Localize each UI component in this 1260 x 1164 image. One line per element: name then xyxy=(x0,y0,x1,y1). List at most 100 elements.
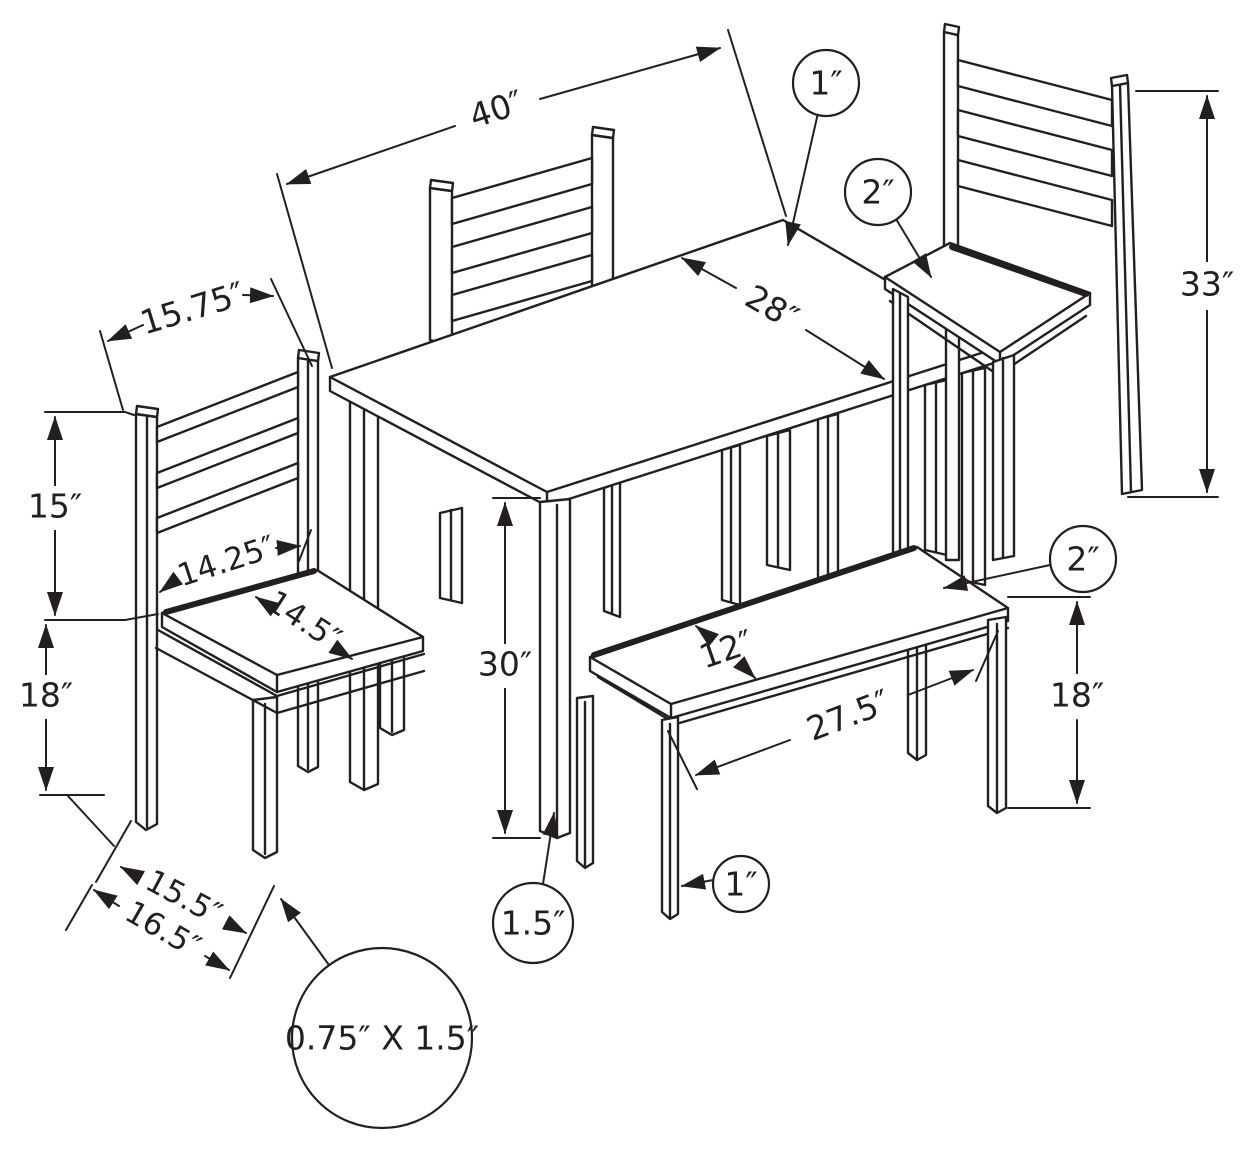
extension-line xyxy=(99,330,124,411)
dimension-line xyxy=(275,539,301,556)
dimension-line xyxy=(93,889,120,910)
callout-circle xyxy=(1048,524,1118,594)
callout-label: 1.5″ xyxy=(501,904,566,943)
bench-cushion xyxy=(588,545,1010,720)
right-chair-slat xyxy=(956,158,1114,228)
left-chair-seat-cushion xyxy=(160,568,425,694)
left-chair-slat xyxy=(155,416,300,490)
dimension-line xyxy=(733,656,756,679)
extension-line xyxy=(65,884,93,931)
extension-line xyxy=(975,630,999,682)
right-chair-slat xyxy=(956,58,1114,128)
extension-line xyxy=(667,730,698,790)
leader-line xyxy=(280,898,330,966)
back-chair-right-post xyxy=(590,133,615,296)
left-chair-apron xyxy=(154,646,426,715)
leader-line xyxy=(895,218,932,278)
back-chair-left-post xyxy=(428,186,454,348)
back-chair xyxy=(428,125,616,348)
callout-bench-cushion-thickness: 2″ xyxy=(943,524,1118,594)
bench xyxy=(575,545,1010,921)
callout-label: 1″ xyxy=(809,64,842,103)
dim-label: 15″ xyxy=(28,487,82,526)
leader-line xyxy=(943,564,1051,591)
dimension-line xyxy=(242,287,274,304)
dimension-line xyxy=(805,329,885,380)
bench-frame-rail xyxy=(674,626,1010,726)
tabletop-front-right-edge xyxy=(545,345,1002,494)
dim-label: 18″ xyxy=(1050,676,1104,715)
callout-circle xyxy=(290,946,474,1130)
dim-chair-back-height: 15″ xyxy=(28,411,159,621)
leader-line xyxy=(681,873,714,890)
callout-label: 2″ xyxy=(1066,540,1099,579)
dim-label: 15.75″ xyxy=(136,274,250,343)
back-chair-slat xyxy=(450,205,594,275)
dim-chair-seat-height: 18″ xyxy=(19,624,115,847)
table-front-leg xyxy=(538,497,572,840)
dimension-line xyxy=(120,866,145,886)
dim-label: 40″ xyxy=(465,82,529,136)
right-chair-back-left-post xyxy=(942,30,960,263)
callout-tabletop-thickness: 1″ xyxy=(785,48,861,246)
bench-cushion-accent xyxy=(591,545,917,658)
dimension-line xyxy=(221,915,247,934)
dim-chair-height: 33″ xyxy=(1127,90,1236,498)
callout-circle xyxy=(711,854,771,914)
bench-frame-rail xyxy=(596,675,678,726)
left-chair-slat xyxy=(155,461,300,535)
dimension-line xyxy=(328,639,353,660)
callout-circle xyxy=(843,157,913,227)
dimension-line xyxy=(159,571,184,593)
furniture xyxy=(134,22,1144,921)
back-chair-right-post-cap xyxy=(590,125,616,140)
dimension-line xyxy=(681,257,737,289)
dim-label: 30″ xyxy=(478,645,532,684)
left-chair-back-left-post-cap xyxy=(134,404,160,419)
dim-label: 27.5″ xyxy=(801,682,895,749)
callout-circle xyxy=(791,48,861,118)
callout-chair-cushion-thickness: 2″ xyxy=(843,157,932,278)
dimension-line xyxy=(204,951,230,971)
right-chair xyxy=(883,22,1144,562)
callout-label: 0.75″ X 1.5″ xyxy=(285,1019,479,1058)
callout-circle xyxy=(491,881,575,965)
extension-line xyxy=(124,613,159,621)
back-chair-slat xyxy=(450,253,594,323)
right-chair-slat xyxy=(956,108,1114,178)
tabletop-front-left-edge xyxy=(328,375,549,494)
dim-table-height: 30″ xyxy=(478,497,541,839)
callout-label: 1″ xyxy=(724,865,757,904)
dimension-line xyxy=(539,46,721,100)
extension-line xyxy=(124,411,135,416)
callout-table-leg-thickness: 1.5″ xyxy=(491,812,575,965)
back-chair-slat xyxy=(450,156,594,226)
extension-line xyxy=(298,529,312,562)
back-chair-left-post-cap xyxy=(428,178,455,193)
right-chair-seat-cushion xyxy=(883,241,1092,366)
dimension-line xyxy=(255,596,280,617)
left-chair-back-right-post-cap xyxy=(296,348,321,363)
callout-label: 2″ xyxy=(861,173,894,212)
dimension-line xyxy=(695,625,719,647)
right-chair-cushion-accent xyxy=(949,244,1089,297)
extension-line xyxy=(276,173,333,369)
callout-chair-leg-section: 0.75″ X 1.5″ xyxy=(280,898,479,1130)
right-chair-back-right-post-cap xyxy=(1109,73,1130,88)
right-chair-back-left-post-cap xyxy=(942,22,961,37)
dimension-line xyxy=(107,324,144,342)
left-chair-cushion-accent xyxy=(163,568,317,615)
leader-line xyxy=(785,112,819,246)
dimension-line xyxy=(907,669,974,696)
extension-line xyxy=(727,29,787,217)
callout-bench-leg-thickness: 1″ xyxy=(681,854,771,914)
dim-label: 18″ xyxy=(19,676,73,715)
extension-line xyxy=(95,820,132,883)
left-chair-apron xyxy=(156,628,426,698)
dimension-line xyxy=(695,739,791,776)
extension-line xyxy=(229,885,275,979)
right-chair-back-right-post xyxy=(1110,81,1144,496)
dim-label: 33″ xyxy=(1180,265,1234,304)
